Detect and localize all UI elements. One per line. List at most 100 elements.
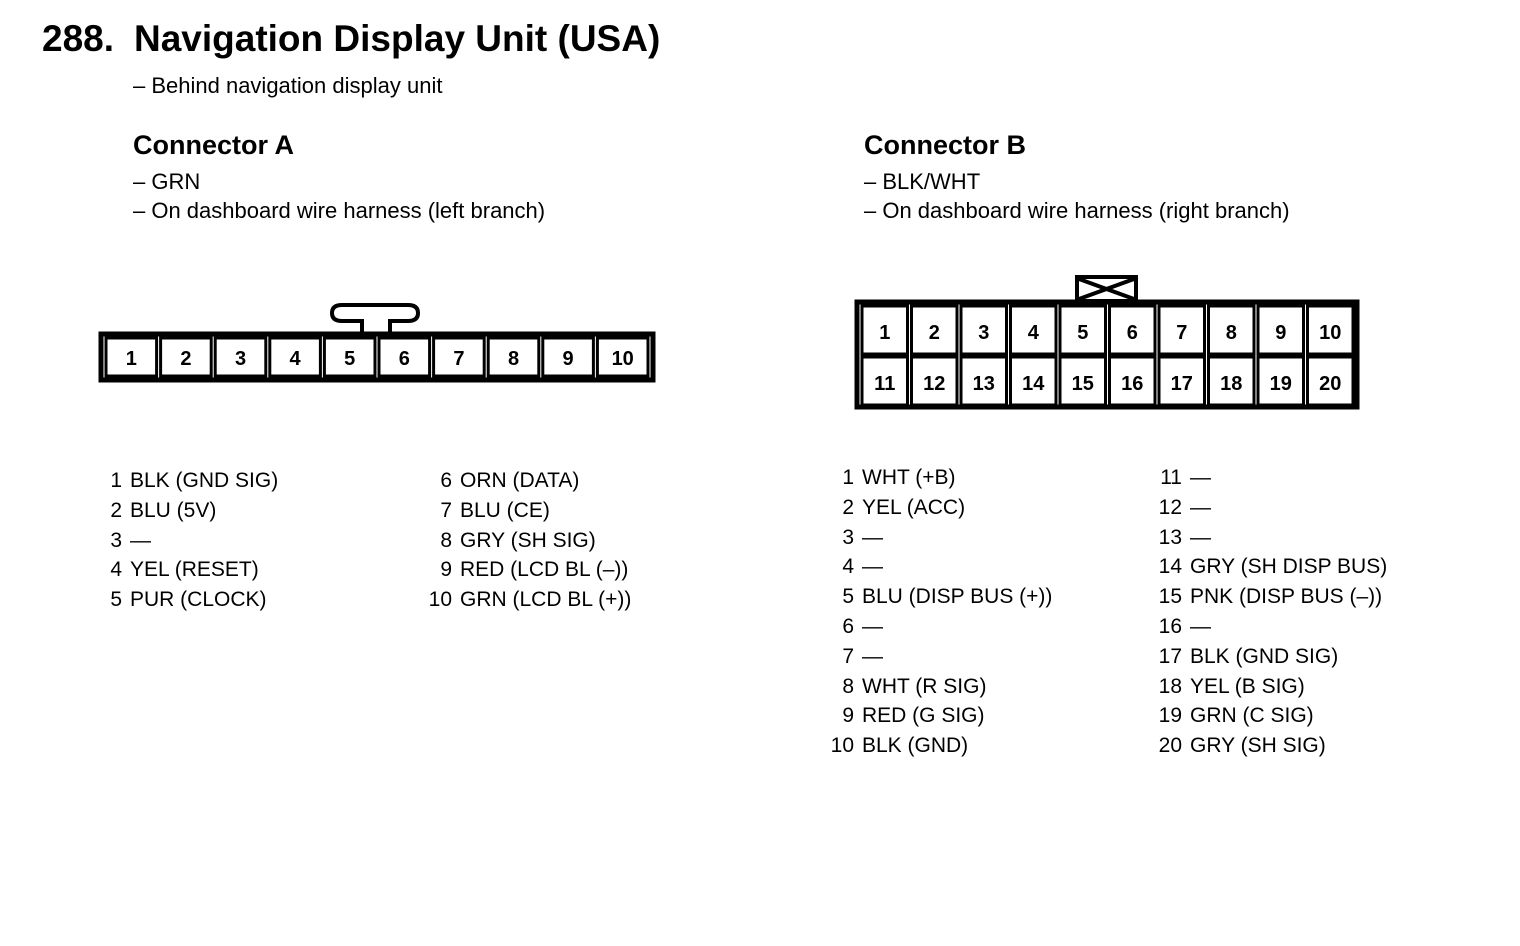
pin-row: 16 — [1156,612,1387,642]
pin-wire: YEL (ACC) [862,495,966,519]
pin-row: 18 YEL (B SIG) [1156,672,1387,702]
connector-b-latch-cross-2 [1078,277,1135,301]
pin-wire: — [862,555,883,579]
connector-b-harness: – On dashboard wire harness (right branc… [864,198,1290,223]
pin-wire: BLU (CE) [460,498,550,522]
pin-row: 15 PNK (DISP BUS (–)) [1156,582,1387,612]
pin-row: 4— [828,552,1052,582]
pin-number: 13 [1158,525,1182,549]
connector-a-harness: – On dashboard wire harness (left branch… [133,198,546,223]
pin-wire: WHT (+B) [862,466,956,489]
connector-a-cavity-label: 2 [180,348,191,370]
pin-number: 14 [1158,555,1182,579]
pin-number: 16 [1158,614,1182,638]
connector-b-cavity [1108,304,1157,356]
pin-number: 1 [110,469,122,492]
pin-number: 4 [110,558,122,582]
pin-number: 18 [1158,674,1182,698]
pin-number: 3 [110,528,122,552]
pin-wire: RED (LCD BL (–)) [460,558,629,582]
pin-number: 19 [1158,704,1182,728]
connector-b-cavity-label: 12 [923,373,945,395]
connector-b-cavity [1108,355,1157,407]
connector-b-cavity-label: 3 [978,322,989,344]
connector-a-cavity [377,336,432,378]
connector-b-cavity [1009,304,1058,356]
pin-number: 5 [842,585,854,609]
connector-b-cavity [860,355,909,407]
connector-b-cavity [1157,304,1206,356]
pin-number: 20 [1158,734,1182,758]
connector-b-cavity-label: 11 [874,373,895,395]
connector-a-cavity-label: 10 [612,348,634,370]
page-title: Navigation Display Unit (USA) [134,18,661,59]
pin-wire: RED (G SIG) [862,704,985,728]
connector-a-cavity-label: 9 [563,348,574,370]
pin-row: 13— [1156,523,1387,553]
pin-wire: BLU (5V) [130,498,217,522]
connector-b-cavity-label: 9 [1275,322,1286,344]
connector-a-cavity [322,336,377,378]
connector-b-cavity-label: 18 [1220,373,1242,395]
connector-a-cavity [104,336,159,378]
connector-b-heading: Connector B [864,130,1026,160]
pin-number: 4 [842,555,854,579]
connector-a-housing [98,331,656,383]
connector-a-cavity-label: 8 [508,348,519,370]
connector-a-cavity-label: 3 [235,348,246,370]
pin-wire: GRY (SH DISP BUS) [1190,555,1388,579]
location-note: – Behind navigation display unit [133,73,443,98]
pin-number: 6 [842,614,854,638]
connector-b-cavity-label: 8 [1226,322,1237,344]
pin-number: 17 [1158,644,1182,668]
pin-wire: BLU (DISP BUS (+)) [862,585,1053,609]
pin-number: 8 [440,528,452,552]
pin-number: 15 [1158,585,1182,609]
pin-row: 7— [828,642,1052,672]
pin-row: 4 YEL (RESET) [100,555,278,585]
pin-number: 3 [842,525,854,549]
pin-wire: YEL (B SIG) [1190,674,1305,698]
connector-a-color: – GRN [133,169,201,194]
connector-b-cavity-label: 5 [1077,322,1088,344]
connector-a-cavity-label: 1 [126,348,137,370]
pin-wire: — [862,644,883,668]
connector-b-cavity [1058,355,1107,407]
connector-b-cavity [1306,304,1355,356]
connector-b-cavity [910,304,959,356]
connector-b-color: – BLK/WHT [864,169,981,194]
connector-b-cavity-label: 6 [1127,322,1138,344]
pin-wire: GRY (SH SIG) [1190,734,1326,758]
connector-b-cavity [1256,304,1305,356]
connector-b-cavity-label: 20 [1319,373,1341,395]
pin-wire: GRN (LCD BL (+)) [460,588,632,612]
connector-a-cavity [486,336,541,378]
connector-b-cavity [1306,355,1355,407]
connector-b-cavity [1207,304,1256,356]
pin-wire: GRY (SH SIG) [460,528,596,552]
pin-number: 8 [842,674,854,698]
connector-b-cavity-label: 10 [1319,322,1341,344]
connector-b-cavity [1256,355,1305,407]
pin-number: 9 [842,704,854,728]
pin-wire: YEL (RESET) [130,558,259,582]
pin-wire: PUR (CLOCK) [130,588,267,612]
pin-row: 20 GRY (SH SIG) [1156,731,1387,761]
pin-row: 3— [100,526,278,556]
pin-wire: — [1190,614,1211,638]
connector-a-heading: Connector A [133,130,294,160]
connector-b-cavity [910,355,959,407]
pin-wire: PNK (DISP BUS (–)) [1190,585,1383,609]
